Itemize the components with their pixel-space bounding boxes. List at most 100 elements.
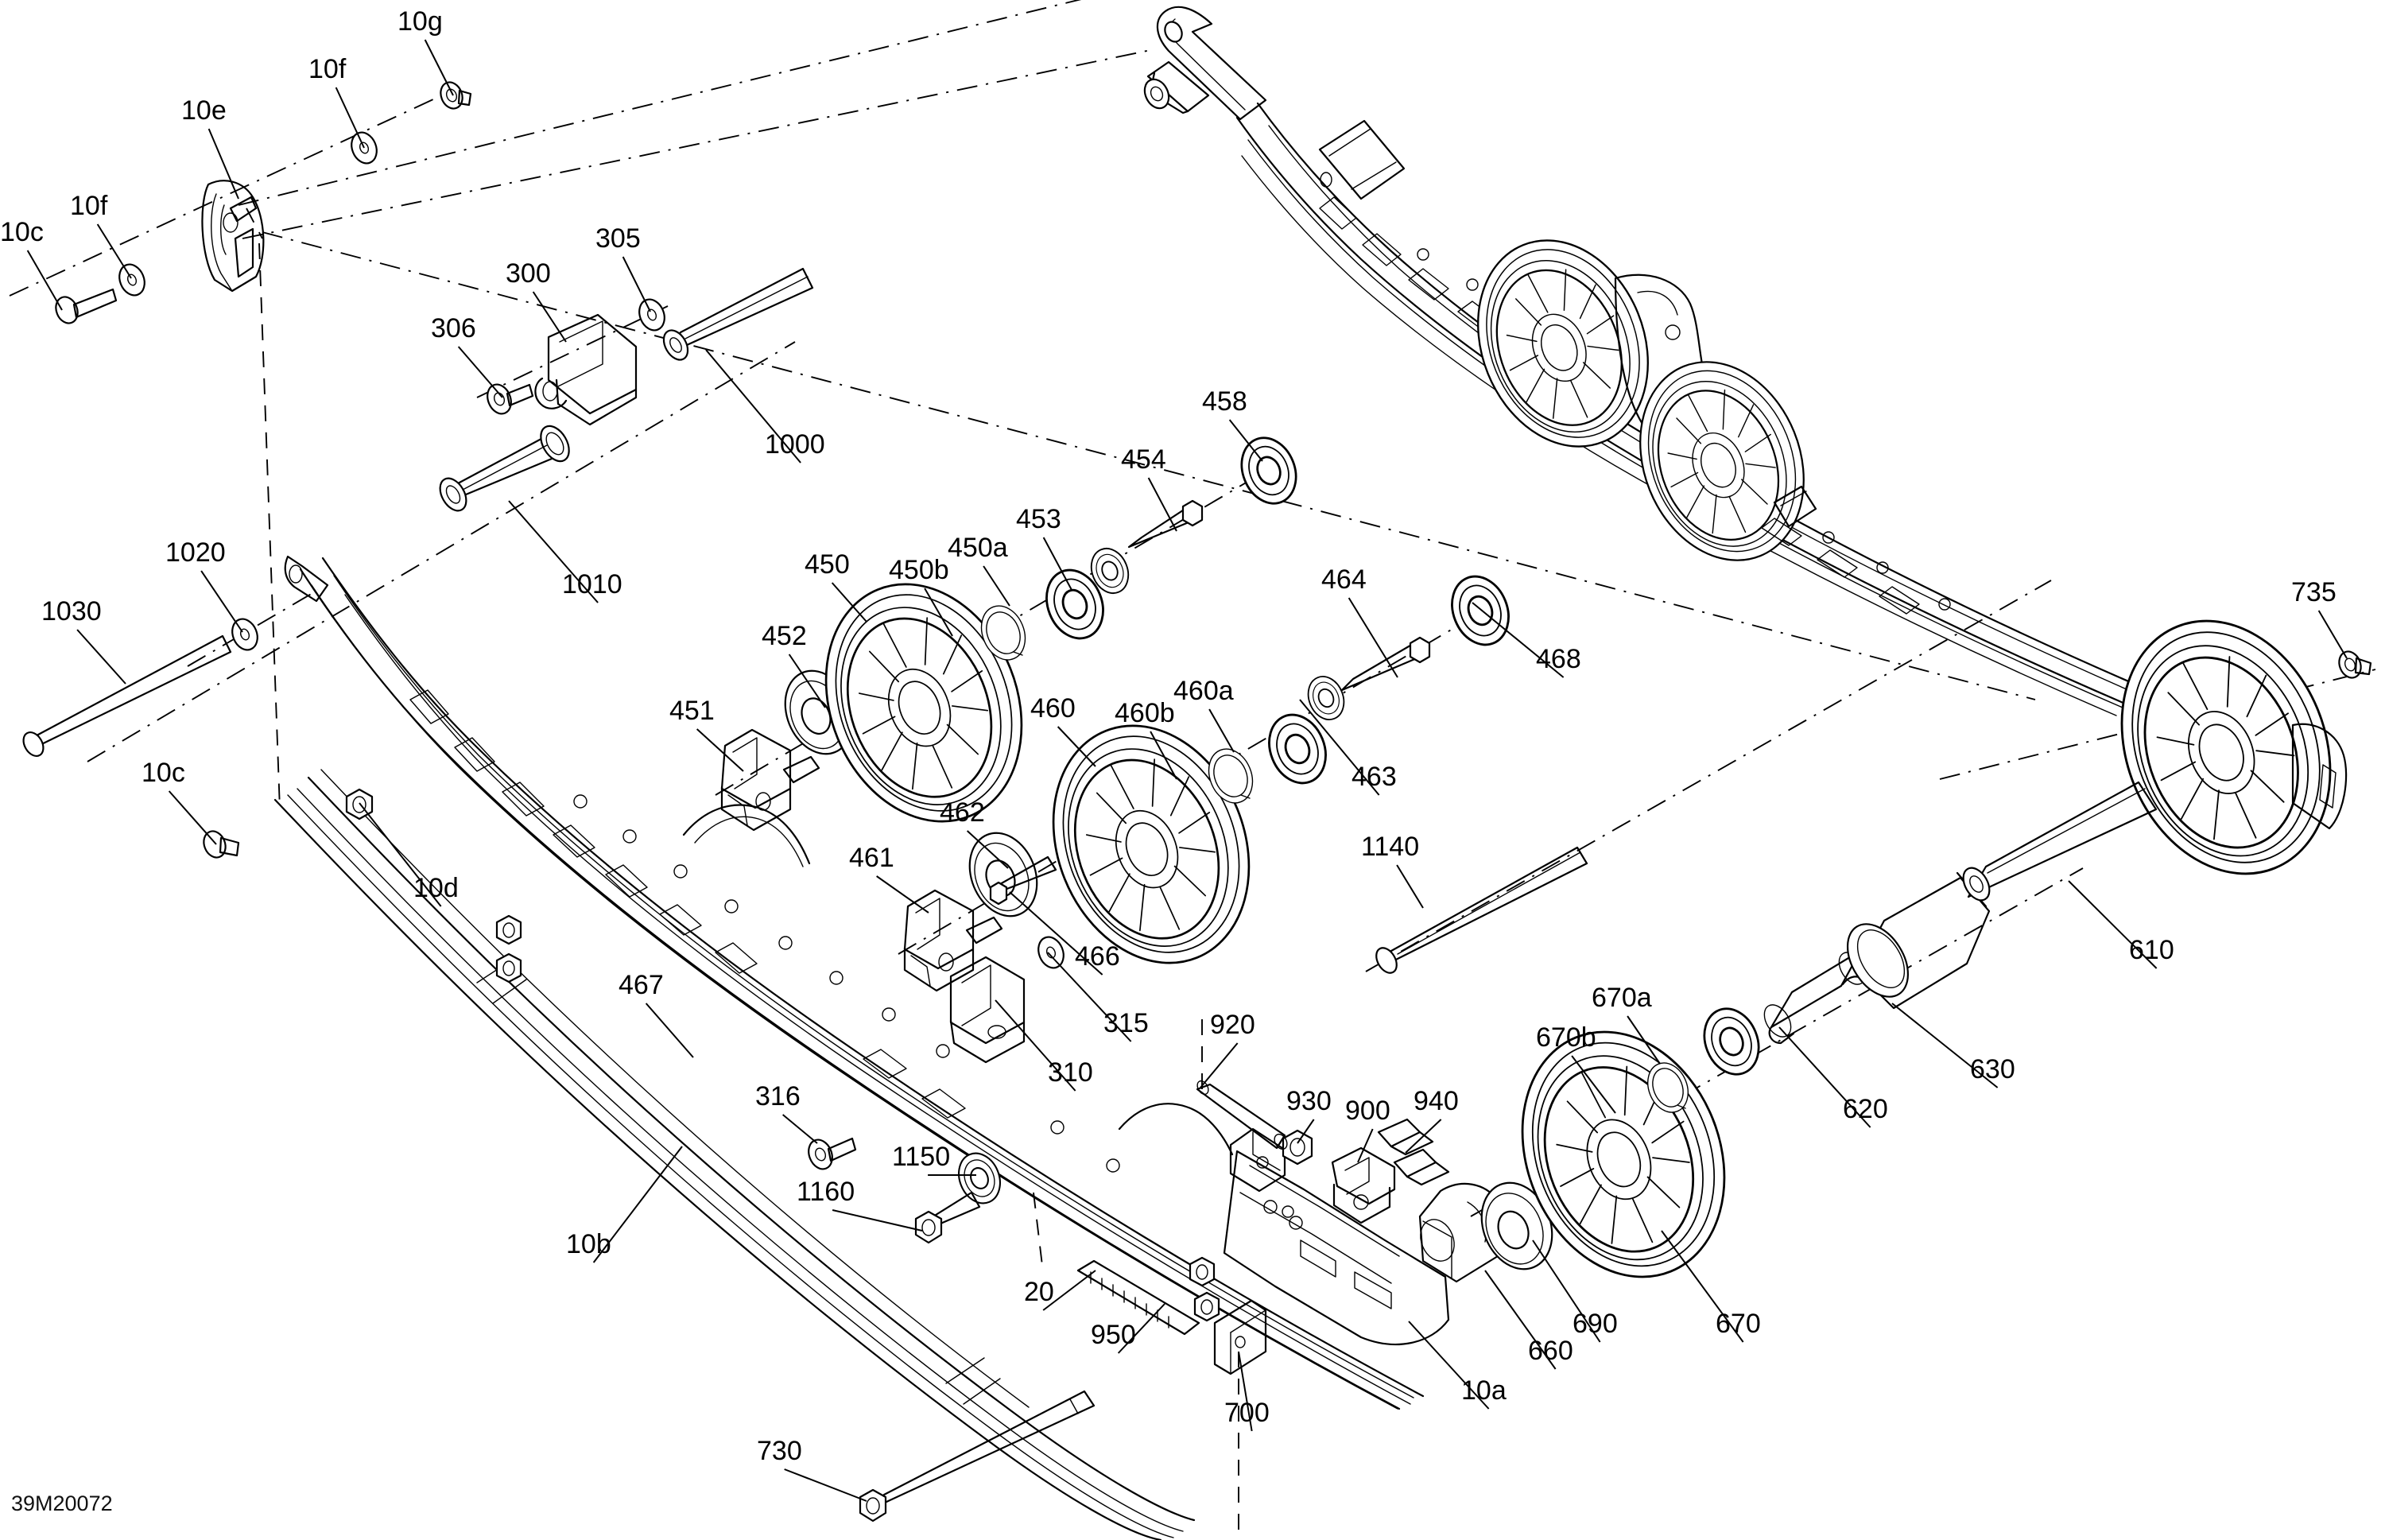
leader-460	[1057, 726, 1096, 767]
leader-950	[1117, 1303, 1165, 1354]
callout-735: 735	[2291, 577, 2337, 607]
leader-900	[1357, 1128, 1374, 1163]
callout-10b: 10b	[566, 1229, 611, 1259]
callout-468: 468	[1536, 644, 1581, 674]
callout-453: 453	[1016, 504, 1061, 534]
leader-466	[1009, 891, 1103, 976]
callout-700: 700	[1224, 1398, 1270, 1428]
leader-460a	[1208, 708, 1235, 753]
callout-20: 20	[1024, 1277, 1054, 1307]
leader-458	[1228, 419, 1263, 462]
leader-464	[1348, 597, 1398, 678]
callout-630: 630	[1970, 1054, 2015, 1084]
callout-462: 462	[940, 797, 985, 828]
callout-458: 458	[1202, 386, 1247, 417]
callout-460b: 460b	[1115, 698, 1175, 728]
leader-300	[532, 291, 567, 343]
callout-454: 454	[1121, 444, 1166, 475]
upper-rail-assembly	[1143, 6, 2372, 907]
callout-1010: 1010	[562, 569, 622, 599]
leader-463	[1299, 699, 1380, 796]
callout-10f: 10f	[70, 191, 108, 221]
leader-20	[1042, 1270, 1096, 1311]
leader-660	[1484, 1270, 1557, 1370]
leader-730	[784, 1468, 867, 1502]
callout-950: 950	[1091, 1320, 1136, 1350]
leader-450a	[983, 565, 1010, 607]
callout-10e: 10e	[181, 95, 227, 126]
leader-10e	[207, 128, 239, 200]
leader-460b	[1150, 731, 1177, 780]
callout-300: 300	[506, 258, 551, 289]
leader-700	[1238, 1351, 1253, 1432]
wheel-450-group	[720, 429, 1307, 852]
leader-930	[1297, 1119, 1315, 1144]
callout-1030: 1030	[41, 596, 102, 626]
leader-10b	[592, 1146, 683, 1263]
leader-620	[1778, 1026, 1871, 1128]
leader-453	[1042, 537, 1072, 591]
leader-452	[788, 654, 826, 708]
leader-316	[782, 1114, 818, 1144]
leader-461	[876, 875, 929, 914]
callout-10c: 10c	[142, 758, 185, 788]
leader-454	[1147, 477, 1177, 532]
leader-1010	[508, 500, 599, 603]
callout-10d: 10d	[413, 873, 459, 903]
callout-461: 461	[849, 843, 894, 873]
callout-920: 920	[1210, 1010, 1255, 1040]
axle-461	[903, 889, 1003, 992]
leader-630	[1891, 1003, 1999, 1088]
bracket-300-group	[22, 267, 814, 758]
callout-610: 610	[2129, 935, 2174, 965]
leader-670a	[1627, 1015, 1661, 1065]
callout-450a: 450a	[948, 533, 1008, 563]
callout-10c: 10c	[0, 217, 44, 247]
leader-1000	[705, 349, 801, 464]
leader-10g	[424, 39, 454, 96]
callout-316: 316	[755, 1081, 801, 1111]
callout-10f: 10f	[308, 54, 347, 84]
wheel-460-group	[808, 566, 1588, 1244]
leader-315	[1047, 952, 1132, 1042]
callout-730: 730	[757, 1436, 802, 1466]
callout-930: 930	[1286, 1086, 1332, 1116]
callout-670b: 670b	[1536, 1022, 1596, 1053]
callout-310: 310	[1048, 1057, 1093, 1088]
leader-1160	[832, 1209, 923, 1232]
callout-1000: 1000	[765, 429, 825, 460]
callout-450b: 450b	[889, 555, 949, 585]
callout-620: 620	[1843, 1094, 1888, 1124]
leader-10c	[168, 790, 217, 845]
callout-452: 452	[762, 621, 807, 651]
lower-rail-assembly	[203, 555, 2158, 1540]
callout-451: 451	[669, 696, 715, 726]
leader-670	[1661, 1230, 1744, 1343]
leader-462	[966, 830, 1009, 869]
callout-900: 900	[1345, 1096, 1390, 1126]
callout-306: 306	[431, 313, 476, 343]
bracket-10e-group	[55, 81, 472, 324]
callout-10a: 10a	[1461, 1375, 1507, 1406]
callout-660: 660	[1528, 1336, 1573, 1366]
callout-315: 315	[1103, 1008, 1149, 1038]
callout-463: 463	[1352, 762, 1397, 792]
leader-690	[1532, 1239, 1601, 1343]
leader-10f	[96, 223, 132, 279]
leader-450	[831, 582, 867, 623]
callout-940: 940	[1414, 1086, 1459, 1116]
callout-464: 464	[1321, 564, 1367, 595]
leader-310	[995, 999, 1076, 1092]
leader-10f	[335, 87, 365, 149]
leader-451	[696, 728, 744, 772]
leader-920	[1200, 1042, 1239, 1088]
leader-735	[2317, 610, 2348, 659]
callout-670: 670	[1716, 1309, 1761, 1339]
callout-1150: 1150	[892, 1142, 951, 1172]
callout-670a: 670a	[1592, 983, 1652, 1013]
leader-10c	[26, 250, 63, 311]
callout-450: 450	[805, 549, 850, 580]
callout-1160: 1160	[797, 1177, 855, 1207]
